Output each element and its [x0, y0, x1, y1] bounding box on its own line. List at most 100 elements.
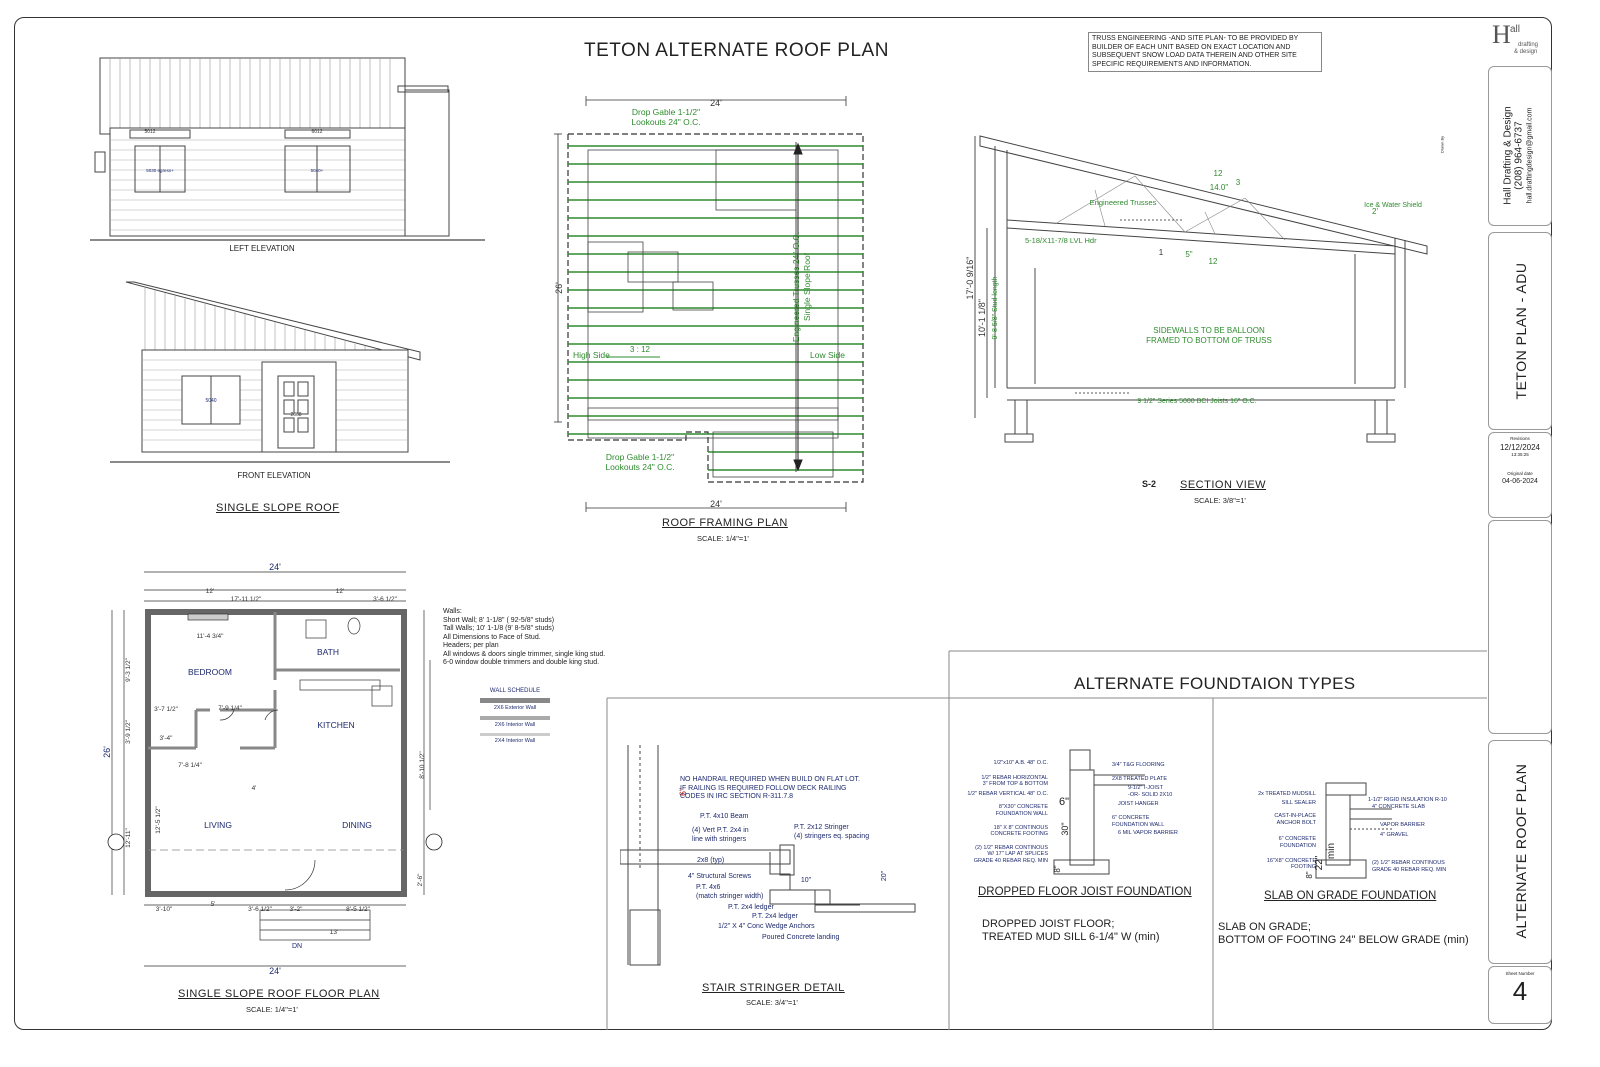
fp-dim-3: 3'-6 1/2": [373, 596, 397, 603]
slab-foundation-drawing: 22" min 8": [1305, 782, 1392, 879]
revision-date: 12/12/2024: [1499, 443, 1541, 452]
rfp-pitch: 3 : 12: [630, 345, 651, 354]
project-name: TETON PLAN - ADU: [1513, 262, 1529, 400]
stair-stringer-2: (4) stringers eq. spacing: [794, 832, 870, 840]
dropped-note: 6 MIL VAPOR BARRIER: [1118, 830, 1178, 837]
sv-ice-water: Ice & Water Shield: [1364, 202, 1422, 209]
slab-note: VAPOR BARRIER: [1380, 822, 1425, 829]
sv-joists: 9 1/2" Series 5000 BCI Joists 16" O.C.: [1137, 398, 1256, 405]
slab-notes-right: 1-1/2" RIGID INSULATION R-10 4" CONCRETE…: [1368, 797, 1478, 874]
fp-dim-5: 9'-3 1/2": [125, 657, 132, 681]
section-tag-label: S-2: [1141, 479, 1156, 489]
stair-scale: SCALE: 3/4"=1': [746, 998, 798, 1007]
fp-dim-1: 12': [336, 588, 344, 595]
slab-desc-2: BOTTOM OF FOOTING 24" BELOW GRADE (min): [1218, 934, 1469, 946]
fp-dim-10: 7'-8 1/4": [178, 762, 202, 769]
fp-dim-21: 4': [252, 785, 257, 792]
rfp-dim-side: 26': [554, 282, 564, 294]
walls-note-line: Tall Walls; 10' 1-1/8 (9' 8-5/8" studs): [443, 625, 555, 632]
front-door-label: 2068: [290, 412, 301, 418]
sv-dim-wall: 10'-1 1/8": [977, 299, 987, 337]
dropped-note: 6" CONCRETE: [1112, 814, 1150, 821]
dropped-notes-right: 3/4" T&G FLOORING 2X8 TREATED PLATE 9-1/…: [1112, 762, 1202, 837]
section-view-scale: SCALE: 3/8"=1': [1194, 496, 1246, 505]
dropped-desc-2: TREATED MUD SILL 6-1/4" W (min): [982, 931, 1160, 943]
slab-note: FOUNDATION: [1280, 842, 1316, 849]
rfp-dim-top: 24': [710, 98, 722, 108]
walls-note-line: Headers; per plan: [443, 642, 499, 649]
revisions-block: Revisions 12/12/2024 13:35:25 Original d…: [1488, 432, 1552, 518]
stair-ledger-2: P.T. 2x4 ledger: [752, 913, 798, 920]
project-block: TETON PLAN - ADU: [1488, 232, 1552, 430]
stair-beam: P.T. 4x10 Beam: [700, 813, 749, 820]
front-elevation-label: FRONT ELEVATION: [237, 471, 311, 480]
front-window-label: 5040: [205, 398, 216, 404]
sv-pitch-12a: 12: [1214, 169, 1223, 178]
slab-desc: SLAB ON GRADE; BOTTOM OF FOOTING 24" BEL…: [1218, 921, 1469, 947]
wall-swatch-exterior: [480, 698, 550, 703]
floor-plan-title: SINGLE SLOPE ROOF FLOOR PLAN: [178, 988, 380, 1000]
dropped-dim-30: 30": [1060, 822, 1070, 835]
rfp-trusses-2: Single Slope Roof: [802, 252, 812, 321]
dropped-note: FOUNDATION WALL: [1112, 821, 1165, 828]
stair-dn: DN: [292, 943, 302, 950]
fp-dim-6: 3'-9 1/2": [125, 719, 132, 743]
stair-ledger-1: P.T. 2x4 ledger: [728, 904, 774, 911]
fp-dim-15: 3'-10": [156, 906, 173, 913]
sv-dim-stud: 9'-8 5/8" Stud length: [992, 276, 999, 339]
wall-schedule-item: 2X6 Exterior Wall: [493, 705, 537, 711]
dropped-title: DROPPED FLOOR JOIST FOUNDATION: [978, 886, 1192, 898]
fp-dim-0: 12': [206, 588, 214, 595]
sv-sidewalls-2: FRAMED TO BOTTOM OF TRUSS: [1146, 336, 1272, 345]
rfp-high-side: High Side: [573, 350, 610, 360]
walls-note-line: Walls:: [443, 608, 462, 615]
company-email: hall.draftingdesign@gmail.com: [1526, 107, 1534, 204]
stair-stringer: P.T. 2x12 Stringer(4) stringers eq. spac…: [794, 824, 869, 841]
dropped-note: JOIST HANGER: [1118, 801, 1159, 808]
room-dining: DINING: [342, 820, 372, 830]
floor-plan-drawing: 24' 24' 26' BEDROOM BATH KITCHEN LIVING …: [102, 562, 443, 976]
dropped-note: 9-1/2" I-JOIST: [1128, 785, 1163, 792]
drawn-by-label: Drawn By: [1439, 135, 1445, 154]
dropped-dim-8: 8": [1053, 865, 1062, 872]
fp-dim-4: 11'-4 3/4": [197, 633, 225, 640]
dropped-desc-1: DROPPED JOIST FLOOR;: [982, 918, 1115, 930]
front-elevation: [110, 281, 450, 463]
slab-notes-left: 2x TREATED MUDSILL SILL SEALER CAST-IN-P…: [1230, 791, 1316, 871]
elevations-drawing: 5012 6012 5030 egress+ 5040+ 5040 2068: [90, 57, 485, 463]
stair-screws: 4" Structural Screws: [688, 873, 752, 880]
wall-schedule: WALL SCHEDULE 2X6 Exterior Wall 2X6 Inte…: [480, 688, 550, 744]
walls-note-line: All Dimensions to Face of Stud.: [443, 633, 541, 641]
original-date: 04-06-2024: [1502, 478, 1538, 485]
stair-note: NO HANDRAIL REQUIRED WHEN BUILD ON FLAT …: [680, 776, 860, 802]
slab-note: 16"X8" CONCRETE: [1266, 857, 1316, 864]
wall-schedule-item: 2X6 Interior Wall: [494, 722, 536, 728]
dropped-note: CONCRETE FOOTING: [990, 831, 1048, 838]
slab-note: 4" GRAVEL: [1380, 831, 1409, 838]
stair-pt46: P.T. 4x6(match stringer width): [696, 884, 763, 901]
roof-framing-plan-scale: SCALE: 1/4"=1': [697, 534, 749, 543]
sheet-number: 4: [1512, 976, 1528, 1006]
rfp-dim-bottom: 24': [710, 499, 722, 509]
left-elevation-label: LEFT ELEVATION: [229, 244, 295, 253]
single-slope-roof-title: SINGLE SLOPE ROOF: [216, 502, 340, 514]
sv-pitch-5: 5": [1185, 250, 1192, 259]
section-view-title: SECTION VIEW: [1180, 479, 1267, 491]
wall-swatch-interior-2x6: [480, 716, 550, 720]
dropped-note: 1/2" REBAR VERTICAL 48" O.C.: [967, 790, 1048, 797]
dropped-note: 18" X 8" CONTINOUS: [993, 824, 1048, 831]
company-info: Hall Drafting & Design (208) 964-6737 ha…: [1503, 76, 1536, 236]
slab-dim-22: 22": [1314, 855, 1325, 870]
wall-schedule-title: WALL SCHEDULE: [489, 688, 541, 694]
slab-desc-1: SLAB ON GRADE;: [1218, 921, 1311, 933]
sheet-number-label: Sheet Number: [1505, 971, 1535, 976]
fp-dim-2: 17'-11 1/2": [231, 596, 262, 603]
rfp-low-side: Low Side: [810, 350, 845, 360]
logo-h: H: [1492, 20, 1511, 49]
left-win-2: 5040+: [311, 168, 324, 173]
fp-dim-14: 2'-6": [417, 873, 424, 887]
blank-block: [1488, 520, 1552, 734]
sv-dim-total: 17'-0 9/16": [965, 257, 975, 300]
dropped-note: -OR- SOLID 2X10: [1128, 791, 1173, 798]
